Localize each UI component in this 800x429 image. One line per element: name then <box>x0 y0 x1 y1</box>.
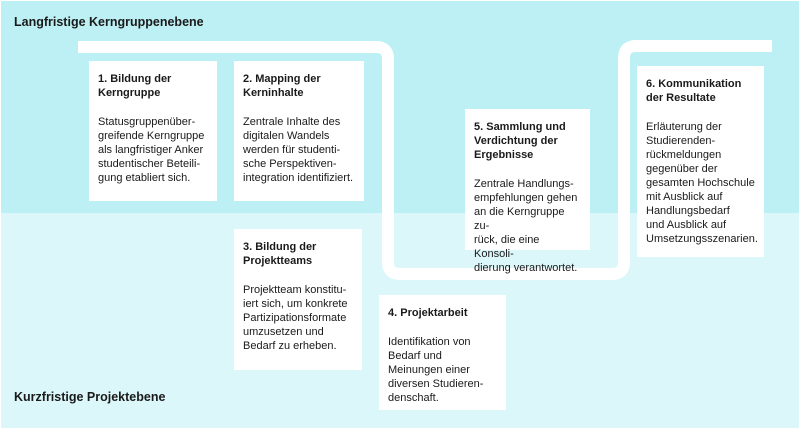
step-5-text: Zentrale Handlungs- empfehlungen gehen a… <box>474 178 578 274</box>
short-term-band-label: Kurzfristige Projektebene <box>14 390 166 404</box>
step-6-card: 6. Kommunikation der Resultate Erläuteru… <box>637 66 764 257</box>
step-4-card: 4. Projektarbeit Identifikation von Beda… <box>379 295 506 410</box>
step-1-title: 1. Bildung der Kerngruppe <box>98 73 172 99</box>
step-2-card: 2. Mapping der Kerninhalte Zentrale Inha… <box>234 61 364 201</box>
step-1-card: 1. Bildung der Kerngruppe Statusgruppenü… <box>89 61 217 201</box>
step-6-text: Erläuterung der Studierenden- rückmeldun… <box>646 121 758 245</box>
step-5-title: 5. Sammlung und Verdichtung der Ergebnis… <box>474 121 566 161</box>
step-3-title: 3. Bildung der Projektteams <box>243 241 317 267</box>
step-2-title: 2. Mapping der Kerninhalte <box>243 73 321 99</box>
step-5-card: 5. Sammlung und Verdichtung der Ergebnis… <box>465 109 590 274</box>
step-2-text: Zentrale Inhalte des digitalen Wandels w… <box>243 116 354 184</box>
step-1-text: Statusgruppenüber- greifende Kerngruppe … <box>98 116 205 184</box>
step-6-title: 6. Kommunikation der Resultate <box>646 78 742 104</box>
long-term-band-label: Langfristige Kerngruppenebene <box>14 15 204 29</box>
step-4-text: Identifikation von Bedarf und Meinungen … <box>388 336 484 404</box>
step-4-title: 4. Projektarbeit <box>388 307 468 319</box>
step-3-text: Projektteam konstitu- iert sich, um konk… <box>243 284 348 352</box>
step-3-card: 3. Bildung der Projektteams Projektteam … <box>234 229 362 370</box>
